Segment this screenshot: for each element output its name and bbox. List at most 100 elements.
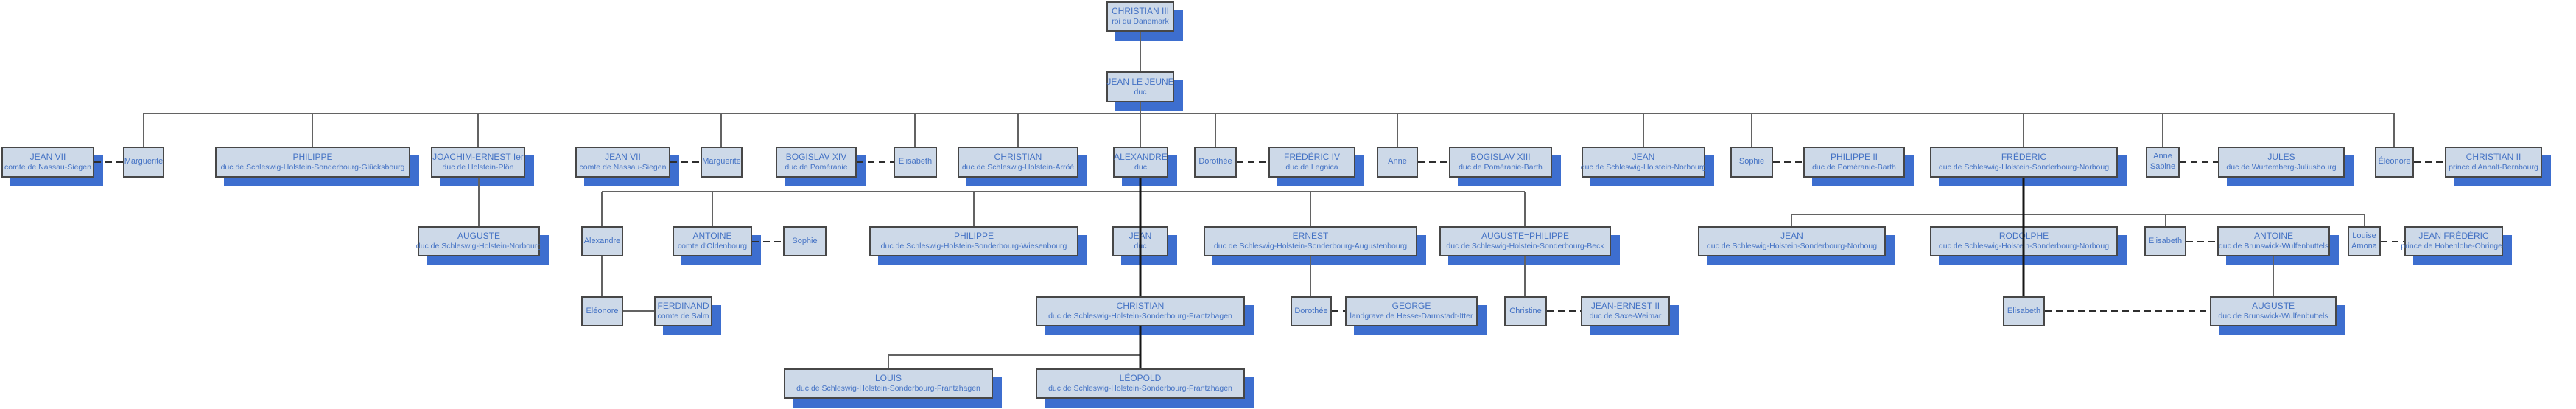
person-title: duc	[1134, 242, 1147, 251]
person-box-elisabeth-1: Elisabeth	[894, 147, 937, 178]
person-name: Sophie	[792, 236, 818, 245]
person-name: PHILIPPE	[953, 231, 994, 242]
person-name: Anne	[2153, 152, 2172, 161]
person-name: JEAN	[1632, 151, 1655, 162]
person-box-marguerite-2: Marguerite	[701, 147, 743, 178]
person-title: duc	[1134, 87, 1147, 97]
person-box-marguerite-1: Marguerite	[123, 147, 164, 178]
person-box-sophie-1: Sophie	[1730, 147, 1773, 178]
person-title: duc de Schleswig-Holstein-Sonderbourg-No…	[1706, 242, 1878, 251]
person-name: Marguerite	[702, 157, 741, 167]
person-title: roi du Danemark	[1112, 17, 1169, 27]
person-title: duc de Schleswig-Holstein-Sonderbourg-Be…	[1446, 242, 1604, 251]
person-title: Sabine	[2149, 162, 2176, 171]
person-title: duc de Holstein-Plön	[442, 162, 514, 172]
person-name: ANTOINE	[692, 231, 732, 242]
person-name: Eléonore	[586, 306, 619, 315]
person-title: duc de Saxe-Weimar	[1589, 312, 1662, 321]
person-name: CHRISTIAN	[994, 151, 1042, 162]
person-name: Elisabeth	[898, 157, 933, 167]
person-name: FERDINAND	[657, 301, 709, 312]
person-name: Anne	[1388, 157, 1407, 167]
person-title: duc de Brunswick-Wulfenbuttels	[2218, 312, 2328, 321]
person-name: CHRISTIAN II	[2466, 151, 2521, 162]
person-name: JULES	[2267, 151, 2295, 162]
person-title: prince de Hohenlohe-Ohringen	[2401, 242, 2507, 251]
person-name: JEAN	[1780, 231, 1803, 242]
person-title: prince d'Anhalt-Bernbourg	[2449, 162, 2538, 172]
person-title: duc de Schleswig-Holstein-Sonderbourg-Wi…	[880, 242, 1067, 251]
person-title: duc de Schleswig-Holstein-Sonderbourg-Fr…	[1048, 312, 1232, 321]
person-name: Dorothée	[1294, 306, 1328, 315]
person-name: ALEXANDRE	[1114, 151, 1168, 162]
person-name: PHILIPPE II	[1830, 151, 1878, 162]
person-title: duc de Poméranie	[785, 162, 848, 172]
person-name: JEAN LE JEUNE	[1106, 76, 1174, 87]
person-name: CHRISTIAN III	[1111, 6, 1169, 17]
person-name: GEORGE	[1391, 301, 1431, 312]
person-name: Christine	[1509, 306, 1542, 315]
person-name: AUGUSTE	[2251, 301, 2295, 312]
person-name: Alexandre	[583, 236, 621, 245]
person-title: duc de Legnica	[1285, 162, 1338, 172]
person-title: duc de Poméranie-Barth	[1459, 162, 1543, 172]
person-title: comte de Nassau-Siegen	[579, 162, 667, 172]
person-name: JEAN VII	[605, 151, 641, 162]
person-name: Louise	[2352, 231, 2376, 240]
person-box-dorothee-1: Dorothée	[1194, 147, 1237, 178]
person-title: duc de Schleswig-Holstein-Norbourg	[1580, 162, 1707, 172]
person-name: LÉOPOLD	[1119, 373, 1162, 384]
person-title: duc de Schleswig-Holstein-Norbourg	[415, 242, 542, 251]
person-name: ANTOINE	[2253, 231, 2294, 242]
person-name: Elisabeth	[2148, 236, 2183, 245]
person-title: landgrave de Hesse-Darmstadt-Itter	[1350, 312, 1473, 321]
person-name: LOUIS	[874, 373, 902, 384]
person-title: duc de Schleswig-Holstein-Sonderbourg-Au…	[1213, 242, 1408, 251]
person-name: FRÉDÉRIC IV	[1283, 151, 1340, 162]
person-name: JEAN FRÉDÉRIC	[2418, 231, 2489, 242]
person-box-eleonore-2: Eléonore	[581, 296, 623, 326]
person-name: JEAN VII	[29, 151, 66, 162]
person-title: duc de Wurtemberg-Juliusbourg	[2226, 162, 2337, 172]
person-name: BOGISLAV XIV	[785, 151, 847, 162]
person-name: Elisabeth	[2007, 306, 2041, 315]
person-name: FRÉDÉRIC	[2001, 151, 2047, 162]
person-title: comte de Nassau-Siegen	[4, 162, 91, 172]
person-box-sophie-2: Sophie	[783, 226, 827, 256]
person-title: duc de Schleswig-Holstein-Sonderbourg-Fr…	[1048, 384, 1232, 394]
person-name: BOGISLAV XIII	[1470, 151, 1531, 162]
person-title: duc de Poméranie-Barth	[1812, 162, 1896, 172]
person-box-elisabeth-2: Elisabeth	[2144, 226, 2186, 256]
person-box-elisabeth-3: Elisabeth	[2003, 296, 2045, 326]
person-name: JEAN	[1129, 231, 1152, 242]
person-name: AUGUSTE=PHILIPPE	[1481, 231, 1570, 242]
